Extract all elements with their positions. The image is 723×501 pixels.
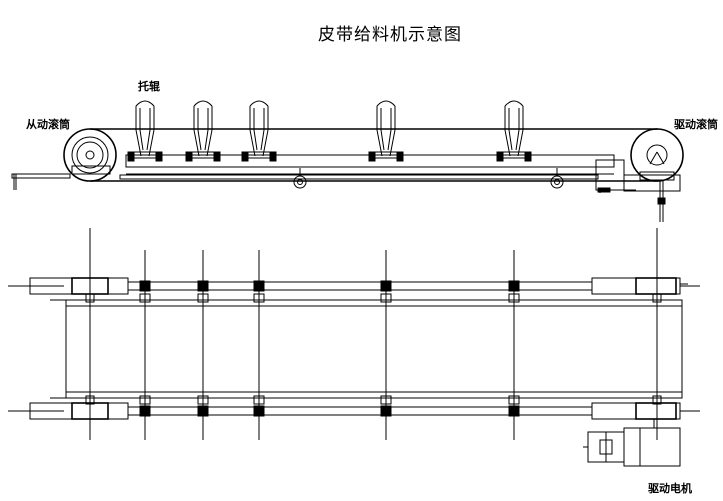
idler-1 (127, 100, 163, 162)
plan-view (8, 228, 700, 467)
bearings (85, 293, 662, 405)
frame-rail-top (29, 277, 688, 295)
side-view (11, 100, 684, 222)
drive-pulley (630, 128, 684, 182)
label-driven-pulley: 从动滚筒 (26, 118, 70, 131)
diagram-title: 皮带给料机示意图 (318, 25, 462, 45)
idler-brackets (139, 280, 520, 417)
centre-lines (8, 228, 700, 440)
idler-5 (496, 100, 532, 162)
return-roller-2 (550, 168, 564, 189)
label-drive-pulley: 驱动滚筒 (674, 118, 718, 131)
drive-motor (583, 419, 681, 467)
label-idler: 托辊 (138, 80, 160, 93)
frame-side (11, 154, 681, 222)
idler-2 (185, 100, 221, 162)
driven-pulley (63, 128, 117, 182)
idler-4 (368, 100, 404, 162)
idler-3 (241, 100, 277, 162)
belt-plan (50, 299, 683, 399)
return-roller-1 (293, 168, 307, 189)
frame-rail-bottom (29, 402, 688, 420)
label-drive-motor: 驱动电机 (648, 482, 692, 495)
